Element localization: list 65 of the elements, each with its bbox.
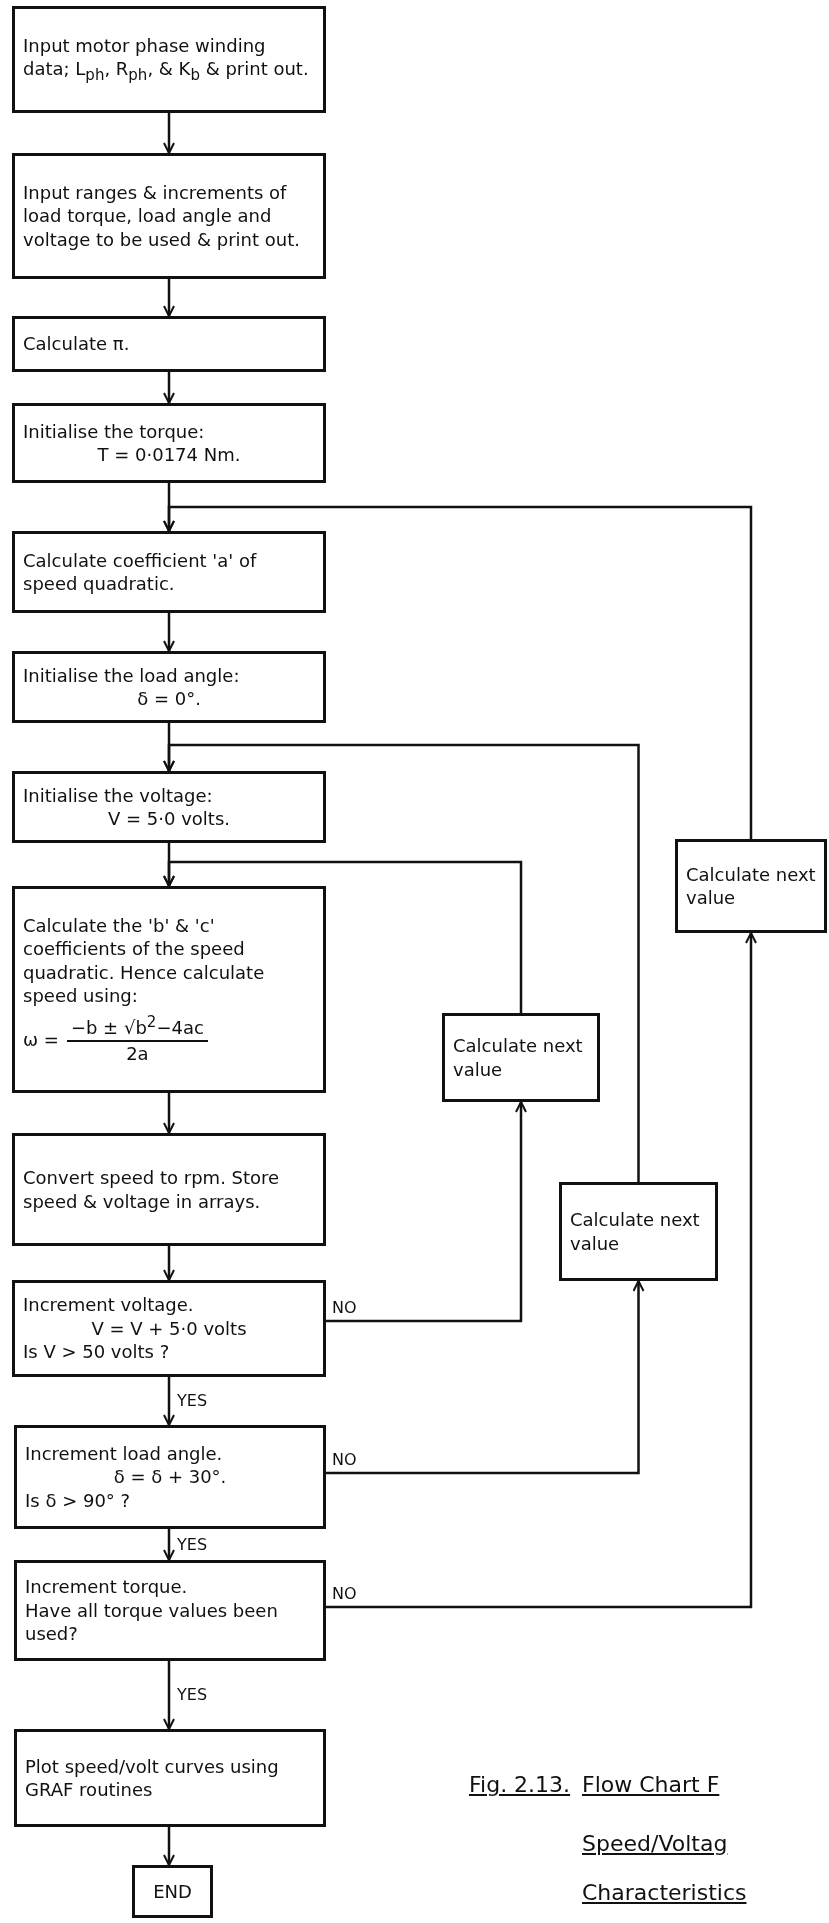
flow-arrow <box>326 1101 527 1323</box>
process-box <box>675 839 827 933</box>
flow-arrow <box>163 1529 175 1561</box>
step-text: Calculate the 'b' & 'c' coefficients of the speed quadratic. Hence calculate speed using: <box>23 913 266 1008</box>
step-text: END <box>152 1879 193 1904</box>
flow-arrow <box>163 505 753 839</box>
fraction-numerator: −b ± √b$^{2}$−4ac <box>66 1013 208 1042</box>
process-box <box>12 316 326 372</box>
step-text: Calculate next value <box>686 862 816 910</box>
step-text: Initialise the voltage: <box>23 783 214 807</box>
flow-arrow <box>163 1661 175 1730</box>
process-box <box>14 1729 326 1827</box>
decision-box <box>14 1425 326 1529</box>
process-box <box>12 403 326 483</box>
process-box <box>442 1013 600 1102</box>
flow-arrow <box>163 1827 175 1866</box>
step-text: Initialise the torque: <box>23 419 206 443</box>
step-text: Increment load angle. <box>25 1441 224 1466</box>
process-box <box>559 1182 718 1281</box>
step-text: Increment torque. <box>25 1575 189 1599</box>
flow-arrow <box>326 932 757 1609</box>
step-text: Convert speed to rpm. Store speed & voltage in arrays. <box>23 1166 281 1213</box>
fraction-denominator: 2a <box>126 1041 149 1066</box>
step-text: Is V > 50 volts ? <box>23 1340 171 1364</box>
terminal-box <box>132 1865 213 1918</box>
caption-text: Fig. 2.13. <box>469 1772 571 1797</box>
step-text: Calculate π. <box>23 332 131 356</box>
flow-arrow <box>163 1093 175 1134</box>
process-box <box>12 531 326 613</box>
decision-box <box>14 1560 326 1661</box>
caption-text: Speed/Voltag <box>582 1831 728 1856</box>
process-box <box>12 6 326 113</box>
step-text: Input motor phase winding data; L$_{ph}$, R$_{ph}$, & K$_{b}$ & print out. <box>23 33 310 86</box>
step-text: Calculate coefficient 'a' of speed quadratic. <box>23 548 258 596</box>
flow-arrow <box>163 860 523 1013</box>
flow-arrow <box>163 613 175 652</box>
step-text: Initialise the load angle: <box>23 663 241 687</box>
step-text: Is δ > 90° ? <box>25 1488 132 1513</box>
step-text: Calculate next value <box>570 1208 701 1255</box>
step-text: T = 0·0174 Nm. <box>96 443 242 467</box>
flow-arrow <box>163 113 175 154</box>
flow-arrow <box>326 1280 645 1475</box>
flow-arrow <box>163 372 175 404</box>
step-text: Input ranges & increments of load torque, load angle and voltage to be used & print out. <box>23 180 301 252</box>
caption-text: Flow Chart F <box>582 1772 720 1797</box>
step-text: δ = 0°. <box>136 687 202 711</box>
decision-box <box>12 1280 326 1377</box>
flow-arrow <box>163 743 640 1182</box>
step-text: δ = δ + 30°. <box>112 1465 228 1489</box>
step-text: Increment voltage. <box>23 1293 195 1317</box>
step-text: Plot speed/volt curves using GRAF routines <box>25 1754 280 1802</box>
step-text: V = 5·0 volts. <box>107 807 231 831</box>
process-box <box>12 153 326 279</box>
step-text: Have all torque values been used? <box>25 1598 279 1646</box>
step-text: V = V + 5·0 volts <box>90 1316 248 1341</box>
step-text: Calculate next value <box>453 1034 584 1081</box>
process-box <box>12 771 326 843</box>
flow-arrow <box>163 1246 175 1281</box>
caption-text: Characteristics <box>582 1880 747 1905</box>
process-box <box>12 1133 326 1246</box>
flow-arrow <box>163 279 175 317</box>
flow-arrow <box>163 1377 175 1426</box>
process-box <box>12 886 326 1093</box>
process-box <box>12 651 326 723</box>
formula-text: ω = <box>23 1027 59 1051</box>
